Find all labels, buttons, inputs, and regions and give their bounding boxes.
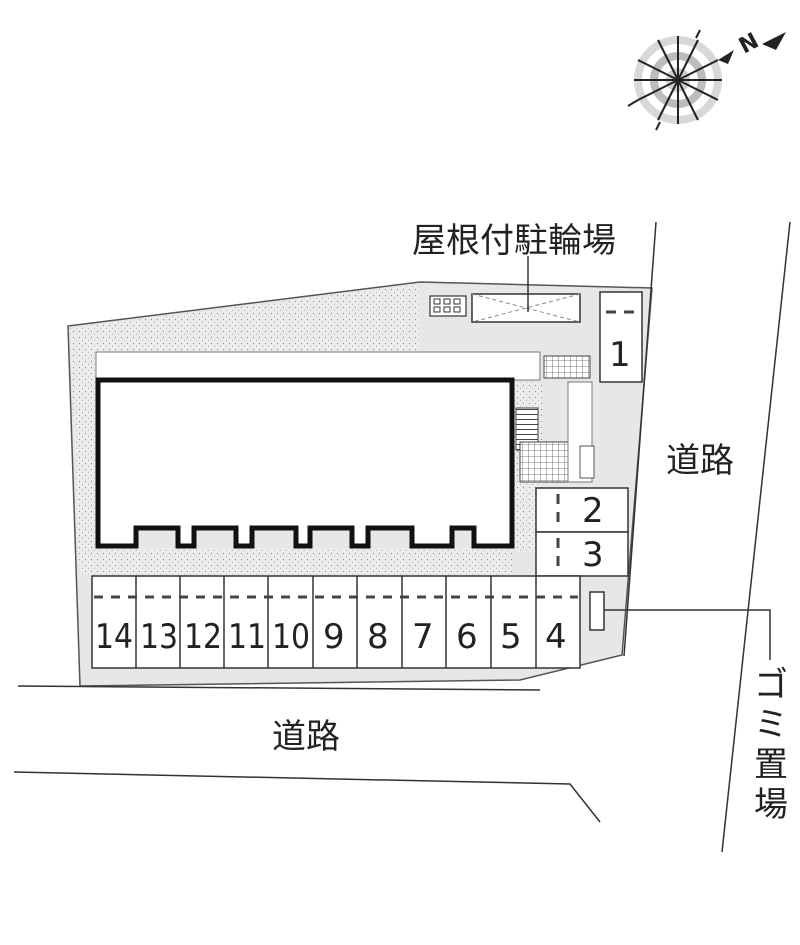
parking-number: 7: [412, 617, 434, 657]
parking-space-3: [535, 531, 629, 577]
parking-number: 10: [272, 617, 310, 657]
road-line-right-outer: [721, 221, 791, 853]
road-line-right-inner: [623, 221, 657, 657]
parking-space-1: [599, 291, 643, 383]
garbage-label-3: 置: [754, 745, 788, 785]
parking-number: 1: [609, 335, 631, 375]
walkway: [95, 351, 541, 381]
parking-row-bottom: [91, 575, 581, 669]
compass-letter: N: [735, 29, 763, 60]
parking-number: 8: [367, 617, 389, 657]
road-line-bottom-upper: [17, 685, 541, 691]
parking-number: 12: [184, 617, 222, 657]
bicycle-rack-slots: [433, 298, 461, 313]
bicycle-rack: [429, 295, 467, 317]
road-label-bottom: 道路: [272, 717, 340, 757]
compass-arrow-icon: [762, 32, 786, 50]
compass-n-label: N: [735, 29, 763, 60]
bicycle-parking-cross: [471, 293, 581, 323]
bicycle-parking-label: 屋根付駐輪場: [412, 221, 616, 261]
parking-number: 3: [582, 535, 604, 575]
compass-icon: [627, 29, 734, 131]
garbage-label-2: ミ: [754, 705, 788, 745]
planting-area-top: [70, 284, 512, 576]
parking-number: 5: [500, 617, 522, 657]
parking-number: 14: [95, 617, 133, 657]
parking-number: 4: [545, 617, 567, 657]
parking-number: 11: [228, 617, 266, 657]
garbage-label-1: ゴ: [754, 665, 788, 705]
road-line-bottom-lower: [13, 771, 601, 823]
parking-number: 6: [456, 617, 478, 657]
parking-number: 2: [582, 491, 604, 531]
parking-number: 9: [323, 617, 345, 657]
road-label-right: 道路: [666, 441, 734, 481]
grating-top: [543, 355, 591, 379]
garbage-area-box: [589, 591, 605, 631]
meter-box: [579, 445, 595, 479]
building: [95, 377, 515, 549]
garbage-leader: [604, 609, 771, 660]
grating-bottom: [519, 441, 569, 483]
garbage-label-4: 場: [754, 785, 788, 825]
parking-number: 13: [140, 617, 178, 657]
